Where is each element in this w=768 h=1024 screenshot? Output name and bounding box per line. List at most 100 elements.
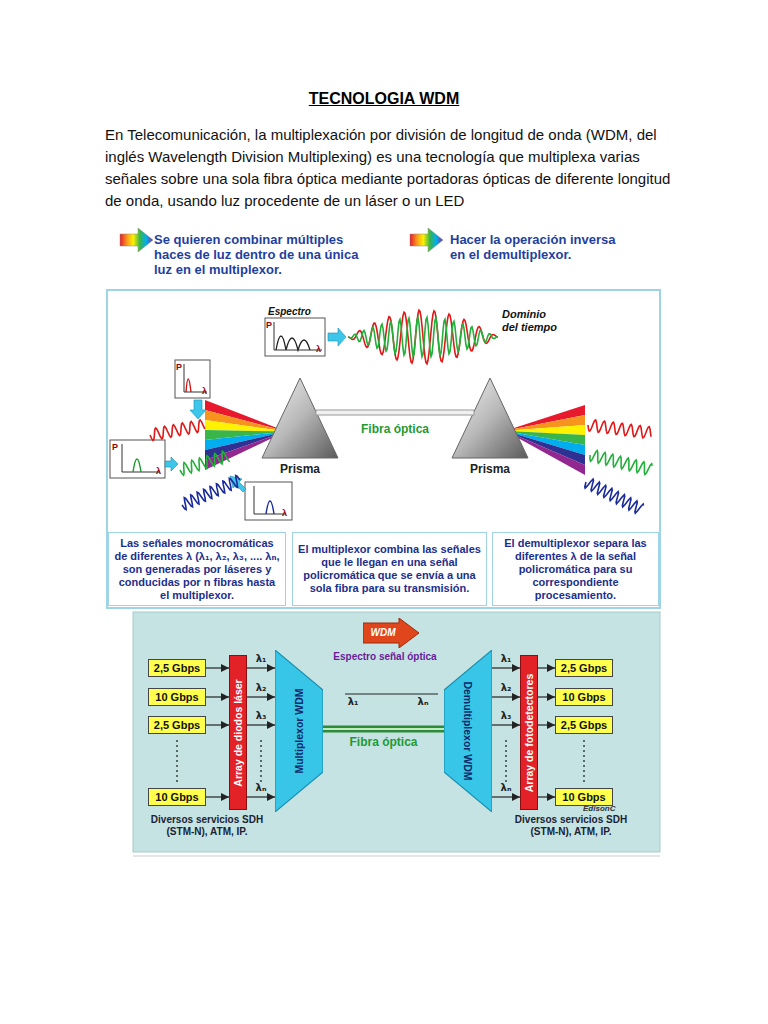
fiber-core — [323, 728, 444, 730]
light-wave — [585, 479, 644, 513]
node-text: 2,5 Gbps — [561, 718, 607, 732]
light-wave — [348, 317, 498, 356]
node-text: El multiplexor combina las señales que l… — [298, 543, 481, 595]
light-wave — [590, 451, 652, 475]
intro-paragraph: En Telecomunicación, la multiplexación p… — [105, 124, 675, 212]
signal-line — [538, 796, 555, 797]
node-text: WDM — [371, 627, 396, 639]
optical-fiber — [316, 410, 474, 415]
fiber-link — [323, 726, 444, 733]
plot-box — [110, 440, 165, 478]
plot-axes — [254, 486, 286, 514]
signal-line — [206, 667, 229, 668]
plot-box — [175, 360, 210, 398]
banner-text: Hacer la operación inversa en el demulti… — [450, 232, 625, 262]
axis-name: λ — [316, 344, 324, 354]
node-text: 2,5 Gbps — [154, 661, 200, 675]
rate-box: 10 Gbps — [148, 688, 206, 706]
signal-line — [492, 667, 520, 668]
node-text: 10 Gbps — [155, 790, 198, 804]
spectrum-title: Espectro señal óptica — [325, 651, 445, 663]
wavelength-label: λ₁ — [345, 696, 361, 708]
plot-title: Espectro — [268, 306, 323, 318]
fiber-label: Fibra óptica — [350, 422, 440, 436]
rate-box: 2,5 Gbps — [148, 716, 206, 734]
light-wave — [180, 451, 230, 475]
caption-box: El demultiplexor separa las diferentes λ… — [492, 532, 659, 606]
wavelength-label: λₙ — [415, 696, 431, 708]
rule-line — [133, 856, 660, 857]
plot-peak — [133, 459, 141, 472]
multiplexer: Multiplexor WDM — [275, 650, 323, 812]
axis-name: λ — [202, 386, 210, 396]
spectrum-box — [265, 318, 325, 356]
node-text: 10 Gbps — [562, 690, 605, 704]
prism — [452, 378, 528, 458]
fiber-label: Fibra óptica — [348, 735, 418, 749]
rate-box: 10 Gbps — [148, 788, 206, 806]
wavelength-label: λ₂ — [500, 682, 513, 694]
plot-title: Dominio del tiempo — [502, 308, 562, 334]
wavelength-label: λ₁ — [255, 653, 268, 665]
wavelength-label: λ₂ — [255, 682, 268, 694]
flow-arrow — [165, 457, 178, 471]
rate-box: 2,5 Gbps — [148, 659, 206, 677]
signal-line — [247, 696, 275, 697]
signal-line — [492, 696, 520, 697]
page-title: TECNOLOGIA WDM — [0, 90, 768, 108]
node-text: 2,5 Gbps — [561, 661, 607, 675]
caption-box: Las señales monocromáticas de diferentes… — [108, 532, 286, 606]
rate-box: 10 Gbps — [555, 788, 613, 806]
node-text: Las señales monocromáticas de diferentes… — [114, 537, 280, 602]
banner-text: Se quieren combinar múltiples haces de l… — [154, 232, 372, 277]
axis-name: λ — [156, 466, 164, 476]
prism — [262, 378, 338, 458]
signal-line — [538, 667, 555, 668]
wavelength-label: λₙ — [255, 782, 268, 794]
caption-box: El multiplexor combina las señales que l… — [292, 532, 487, 606]
light-fan — [205, 420, 277, 431]
rate-box: 10 Gbps — [555, 688, 613, 706]
plot-peak — [266, 501, 274, 514]
signal-line — [206, 724, 229, 725]
node-text: Demultiplexor WDM — [462, 681, 474, 780]
continuation-dots — [260, 740, 261, 782]
wavelength-label: λ₃ — [255, 710, 268, 722]
signal-line — [206, 696, 229, 697]
service-note: Diversos servicios SDH (STM-N), ATM, IP. — [500, 814, 642, 838]
axis-name: P — [112, 442, 120, 452]
axis-name: P — [266, 320, 274, 330]
laser-array: Array de diodos láser — [229, 655, 247, 810]
node-text: 10 Gbps — [562, 790, 605, 804]
axis-name: λ — [282, 508, 290, 518]
spectrum-peaks — [276, 336, 310, 350]
rate-box: 2,5 Gbps — [555, 659, 613, 677]
flow-arrow — [190, 400, 206, 419]
signal-line — [247, 724, 275, 725]
service-note: Diversos servicios SDH (STM-N), ATM, IP. — [136, 814, 278, 838]
light-wave — [348, 310, 498, 364]
wavelength-label: λ₁ — [500, 653, 513, 665]
plot-axes — [122, 444, 160, 472]
rainbow-arrow — [120, 228, 153, 252]
signal-line — [247, 667, 275, 668]
light-wave — [182, 475, 240, 509]
wdm-arrow: WDM — [363, 618, 419, 648]
node-text: Multiplexor WDM — [293, 688, 305, 773]
figure-panel — [133, 612, 660, 852]
signal-line — [492, 724, 520, 725]
spectrum-axis — [345, 694, 438, 695]
wavelength-label: λₙ — [500, 782, 513, 794]
node-text: Array de fotodetectores — [523, 673, 535, 791]
continuation-dots — [583, 740, 584, 782]
rate-box: 2,5 Gbps — [555, 716, 613, 734]
light-wave — [588, 420, 651, 438]
signal-line — [538, 724, 555, 725]
signal-line — [247, 796, 275, 797]
light-wave — [150, 420, 205, 441]
plot-box — [245, 482, 292, 520]
continuation-dots — [176, 740, 177, 782]
plot-peak — [186, 379, 191, 392]
node-text: 10 Gbps — [155, 690, 198, 704]
prism-label: Prisma — [460, 462, 520, 476]
